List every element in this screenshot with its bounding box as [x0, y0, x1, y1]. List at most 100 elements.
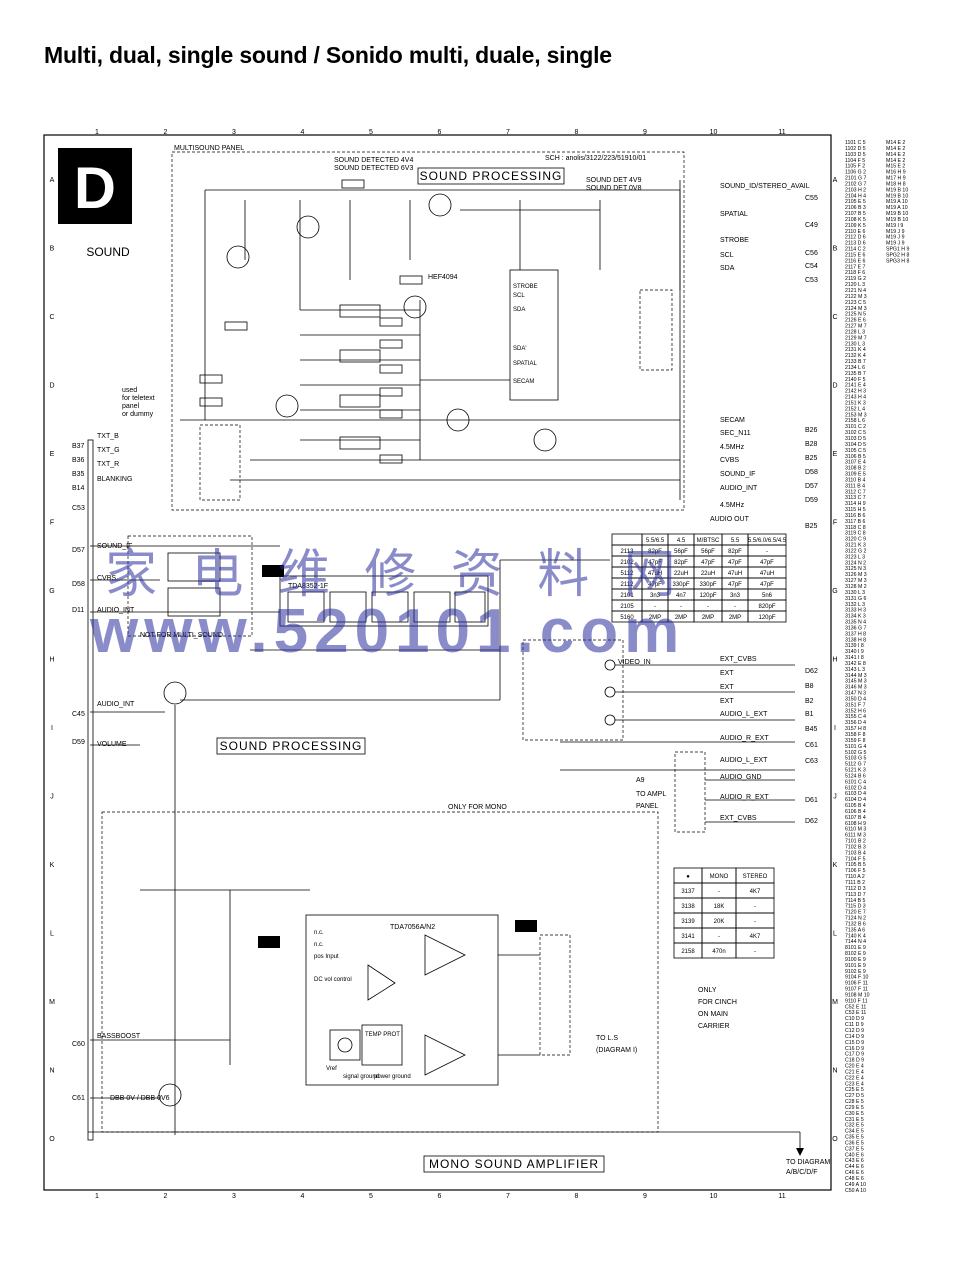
sound-processing-mid-box — [216, 737, 366, 755]
right-signal-label: AUDIO_GND — [720, 774, 762, 781]
right-signal-label: EXT — [720, 684, 734, 691]
parts-index-entry: 3118 C 8 — [845, 525, 866, 531]
parts-index-entry: 7111 B 2 — [845, 880, 865, 886]
mono-table-value: - — [754, 949, 756, 955]
sound-processing-top-box — [417, 167, 565, 185]
ext-section-wiring — [522, 639, 795, 833]
right-signal-label: AUDIO_L_EXT — [720, 711, 768, 718]
parts-index-entry: 3133 H 3 — [845, 608, 866, 614]
parts-index-entry: C18 D 9 — [845, 1058, 864, 1064]
svg-text:PANEL: PANEL — [636, 803, 659, 810]
grid-column-label: 7 — [506, 1193, 510, 1200]
parts-index-entry: M14 E 2 — [886, 146, 905, 152]
parts-index-entry: 2123 C 5 — [845, 300, 866, 306]
grid-row-label: N — [49, 1068, 54, 1075]
filter-table-value: M/BTSC — [697, 538, 720, 544]
parts-index-entry: M18 H 8 — [886, 181, 906, 187]
parts-index-entry: 3146 M 3 — [845, 685, 867, 691]
parts-index-entry: 3134 K 3 — [845, 614, 866, 620]
left-connector-label: C60 — [72, 1041, 85, 1048]
mono-table-value: 18K — [714, 904, 725, 910]
right-signal-label: SCL — [720, 252, 734, 259]
sound-processing-mid-label: SOUND PROCESSING — [220, 739, 363, 753]
right-signal-label: 4.5MHz — [720, 502, 745, 509]
filter-table-value: 47uH — [728, 571, 742, 577]
svg-text:TO L.S: TO L.S — [596, 1035, 618, 1042]
parts-index-entry: 2103 H 2 — [845, 187, 866, 193]
mono-table-value: 470n — [712, 949, 725, 955]
parts-index-entry: 2129 M 7 — [845, 335, 867, 341]
parts-index-entry: 9102 E 9 — [845, 969, 866, 975]
left-connector-label: C61 — [72, 1095, 85, 1102]
parts-index-entry: 2120 L 3 — [845, 282, 865, 288]
parts-index-entry: M19 A 10 — [886, 205, 908, 211]
parts-index-entry: C53 E 11 — [845, 1010, 866, 1016]
right-signal-label: AUDIO_INT — [720, 485, 758, 492]
parts-index-entry: 3152 H 6 — [845, 708, 866, 714]
parts-index-entry: 2104 H 4 — [845, 193, 866, 199]
parts-index-entry: 3101 C 2 — [845, 424, 866, 430]
parts-index-entry: 2152 L 4 — [845, 406, 865, 412]
left-connector-label: B35 — [72, 471, 85, 478]
parts-index-entry: M19 A 10 — [886, 199, 908, 205]
right-connector-label: B1 — [805, 711, 814, 718]
parts-index-entry: 9104 F 10 — [845, 975, 868, 981]
grid-row-label: D — [49, 383, 54, 390]
mono-amp-box — [423, 1155, 605, 1173]
parts-index-entry: 9110 F 11 — [845, 998, 868, 1004]
parts-index-entry: C17 D 9 — [845, 1052, 864, 1058]
left-signal-label: AUDIO_INT — [97, 701, 135, 708]
filter-table-value: 120pF — [758, 615, 775, 621]
parts-index-entry: 9100 E 9 — [845, 957, 866, 963]
parts-index-entry: 3144 M 3 — [845, 673, 867, 679]
parts-index-entry: C28 E 5 — [845, 1099, 864, 1105]
right-connector-label: B2 — [805, 698, 814, 705]
parts-index-entry: 9101 E 9 — [845, 963, 866, 969]
right-signal-label: AUDIO_R_EXT — [720, 794, 769, 801]
left-connector-label: C45 — [72, 711, 85, 718]
parts-index-entry: M19 B 10 — [886, 187, 908, 193]
ic3-pin-label: SCL — [513, 293, 525, 299]
svg-text:ON MAIN: ON MAIN — [698, 1011, 728, 1018]
parts-index-entry: M19 J 9 — [886, 235, 905, 241]
parts-index-entry: 6108 H 9 — [845, 821, 866, 827]
parts-index-entry: C34 E 5 — [845, 1129, 864, 1135]
parts-index-entry: 3142 E 8 — [845, 661, 866, 667]
svg-text:used: used — [122, 387, 137, 394]
filter-table-value: 5160 — [620, 615, 634, 621]
filter-table-value: 82pF — [674, 560, 688, 566]
parts-index-entry: 3117 B 6 — [845, 519, 865, 525]
right-signal-label: EXT_CVBS — [720, 815, 757, 822]
sound-det-a: SOUND DET 4V9 — [586, 177, 642, 184]
parts-index-entry: 7115 D 3 — [845, 904, 866, 910]
parts-index-entry: 2119 G 2 — [845, 276, 866, 282]
grid-column-label: 3 — [232, 129, 236, 136]
if-section-wiring — [90, 535, 610, 1135]
parts-index-entry: 5121 K 3 — [845, 768, 866, 774]
video-in-label: VIDEO_IN — [618, 659, 651, 666]
right-signal-label: EXT — [720, 698, 734, 705]
grid-row-label: N — [832, 1068, 837, 1075]
grid-row-label: O — [49, 1136, 55, 1143]
right-connector-label: C49 — [805, 222, 818, 229]
left-signal-label: BLANKING — [97, 476, 132, 483]
grid-row-label: L — [833, 931, 837, 938]
parts-index-entry: C16 D 9 — [845, 1046, 864, 1052]
svg-text:A/B/C/D/F: A/B/C/D/F — [786, 1169, 818, 1176]
right-signal-label: SOUND_ID/STEREO_AVAIL — [720, 183, 810, 190]
filter-table-value: 3n3 — [730, 593, 741, 599]
grid-column-label: 2 — [164, 1193, 168, 1200]
parts-index-entry: C12 D 9 — [845, 1028, 864, 1034]
mono-table-value: ● — [686, 874, 690, 880]
grid-row-label: I — [834, 725, 836, 732]
grid-column-label: 7 — [506, 129, 510, 136]
right-signal-label: SEC_N11 — [720, 430, 751, 437]
left-signal-label: AUDIO_INT — [97, 607, 135, 614]
ic1-label: TDA8352-1F — [288, 583, 328, 590]
sound-badge: D SOUND — [58, 148, 132, 259]
mono-table-value: 20K — [714, 919, 725, 925]
parts-index-entry: 7144 N 4 — [845, 939, 866, 945]
parts-index-entry: 3120 C 9 — [845, 537, 866, 543]
parts-index-entry: C30 E 5 — [845, 1111, 864, 1117]
parts-index-entry: 3157 H 8 — [845, 726, 866, 732]
